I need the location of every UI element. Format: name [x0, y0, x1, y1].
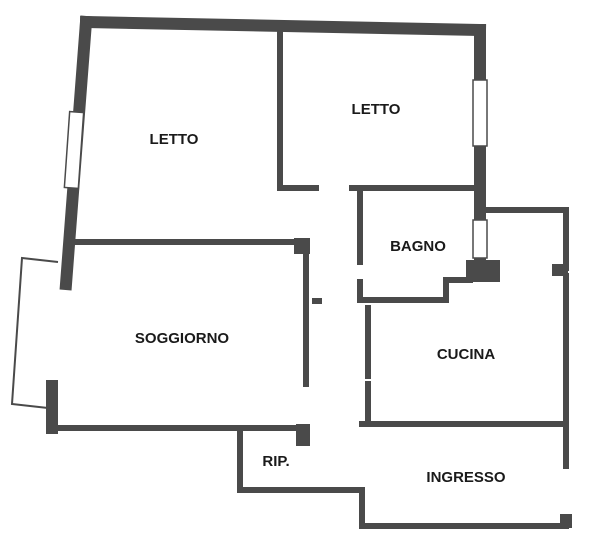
balcony-outline — [10, 256, 59, 409]
room-label-cucina: CUCINA — [437, 346, 495, 363]
room-label-ingresso: INGRESSO — [426, 469, 506, 486]
room-label-ripostiglio: RIP. — [262, 453, 289, 470]
room-label-bagno: BAGNO — [390, 238, 446, 255]
exterior-walls — [46, 15, 487, 434]
windows — [63, 79, 488, 259]
room-label-letto-left: LETTO — [150, 131, 199, 148]
room-label-soggiorno: SOGGIORNO — [135, 330, 230, 347]
window-letto-right — [472, 79, 488, 147]
interior-walls — [49, 31, 572, 529]
room-label-letto-right: LETTO — [352, 101, 401, 118]
window-bagno — [472, 219, 488, 259]
window-letto-left — [63, 110, 85, 190]
